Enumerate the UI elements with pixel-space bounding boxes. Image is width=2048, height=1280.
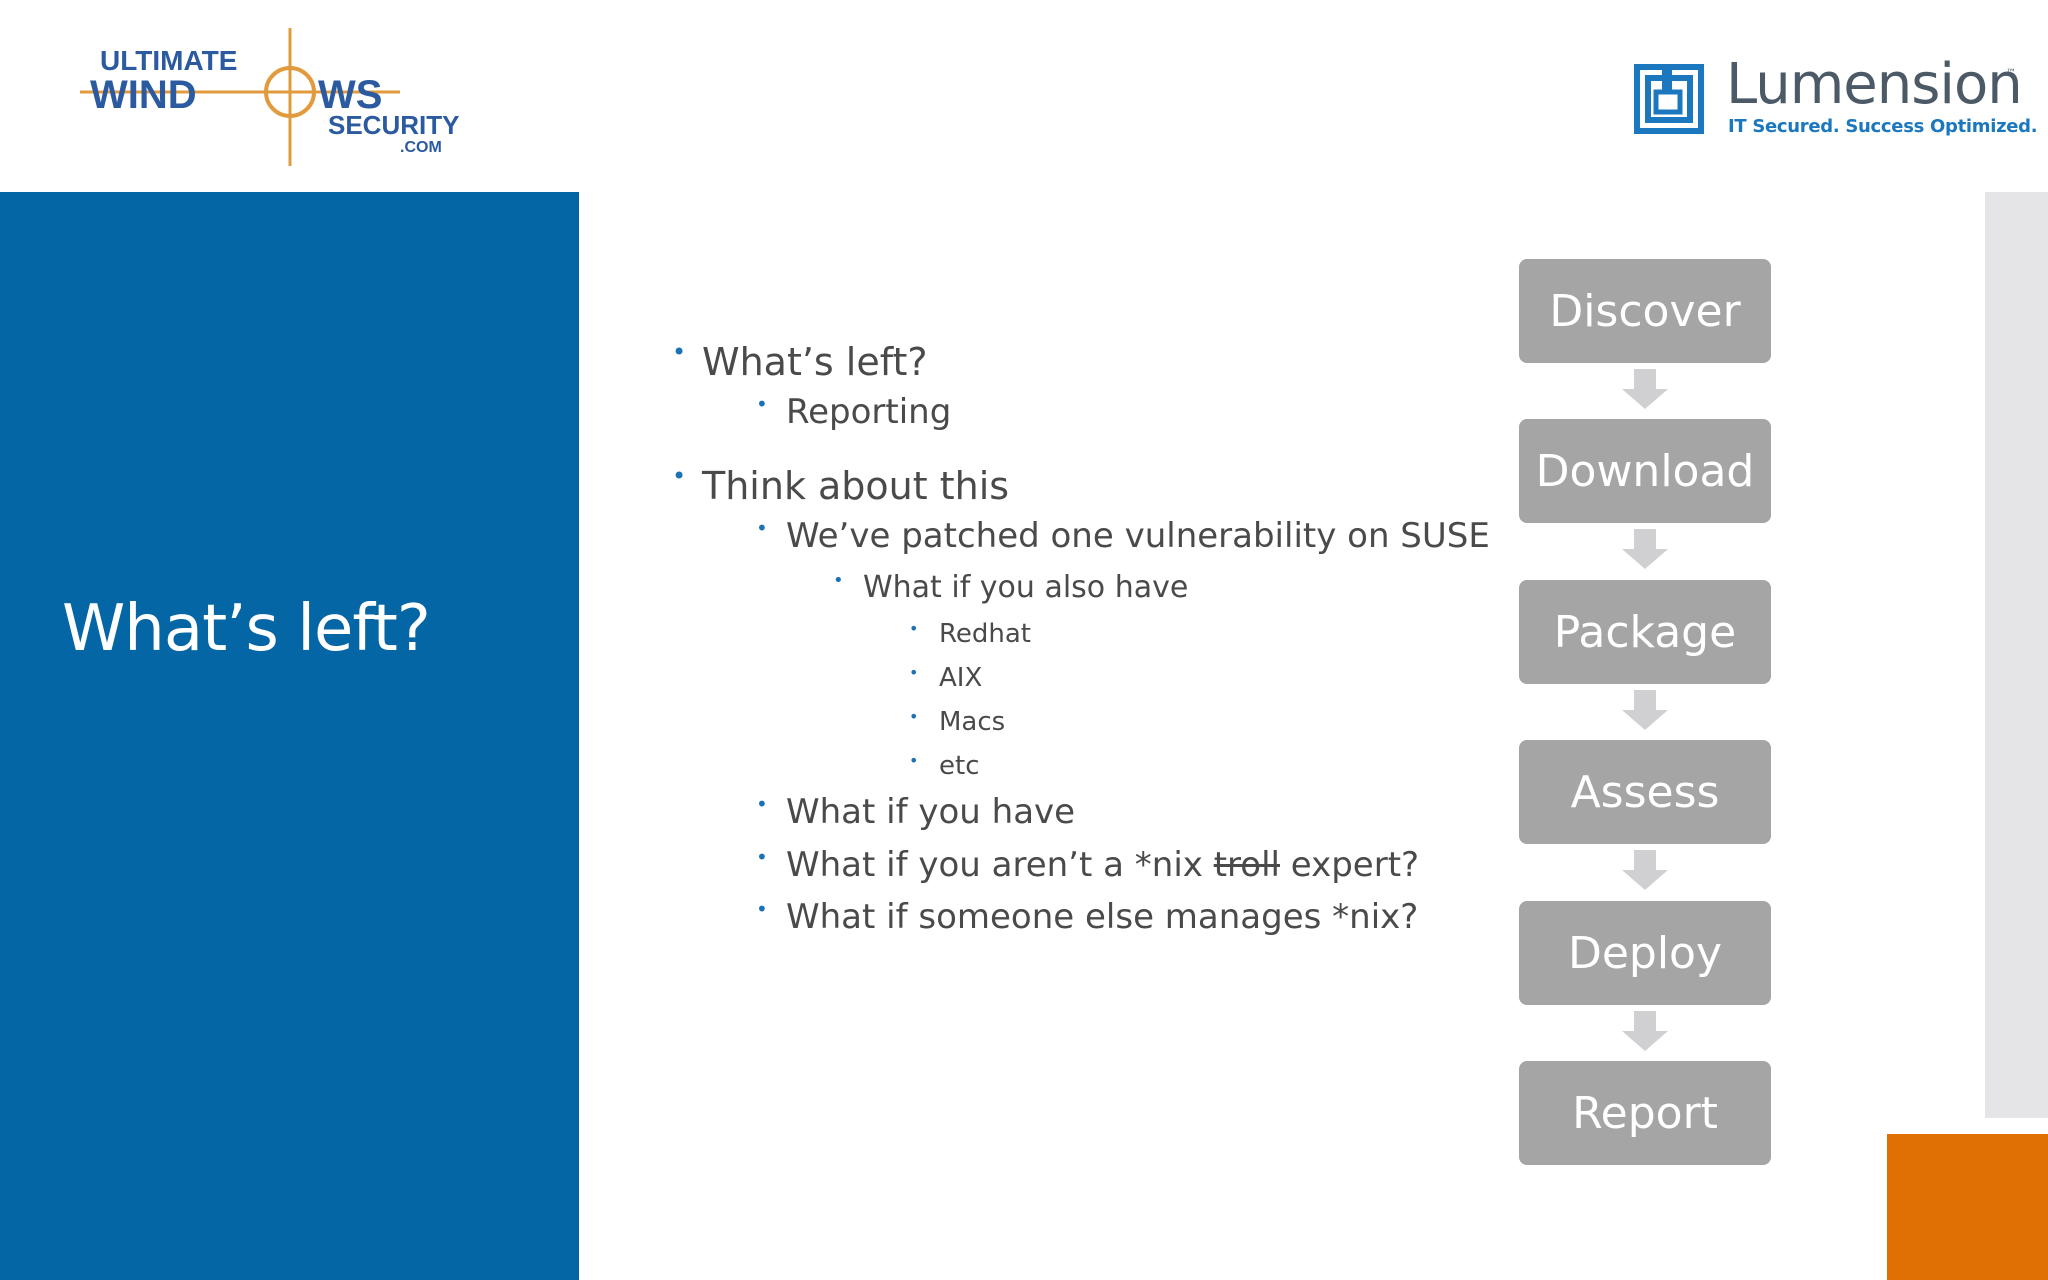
bullet-what-if-also-have: •What if you also have (833, 570, 1189, 605)
title-panel: What’s left? (0, 192, 579, 1280)
bullet-someone-else-manages: •What if someone else manages *nix? (756, 897, 1419, 937)
logo-line1: ULTIMATE (100, 45, 237, 76)
orange-accent-block (1887, 1134, 2048, 1280)
logo-line4: .COM (400, 139, 442, 156)
lumension-tagline: IT Secured. Success Optimized. (1728, 116, 2038, 137)
lumension-trademark: ™ (2006, 68, 2016, 79)
bullet-etc: •etc (909, 751, 980, 781)
slide-header: ULTIMATE WIND WS SECURITY .COM Lumension… (0, 0, 2048, 192)
bullet-whats-left: •What’s left? (672, 338, 928, 384)
flow-step-discover: Discover (1519, 259, 1771, 363)
lumension-mark-icon (1634, 64, 1704, 134)
logo-line3: SECURITY (328, 110, 459, 140)
logo-line2b: WS (318, 73, 382, 117)
slide-title: What’s left? (62, 592, 431, 666)
down-arrow-icon (1622, 529, 1668, 569)
flow-step-assess: Assess (1519, 740, 1771, 844)
flow-step-download: Download (1519, 419, 1771, 523)
down-arrow-icon (1622, 369, 1668, 409)
bullet-nix-expert: •What if you aren’t a *nix troll expert? (756, 845, 1420, 885)
flow-step-deploy: Deploy (1519, 901, 1771, 1005)
bullet-what-if-you-have: •What if you have (756, 792, 1076, 832)
bullet-redhat: •Redhat (909, 619, 1032, 649)
bullet-macs: •Macs (909, 707, 1006, 737)
lumension-logo: Lumension ™ IT Secured. Success Optimize… (1634, 52, 2038, 140)
bullet-aix: •AIX (909, 663, 983, 693)
flow-step-report: Report (1519, 1061, 1771, 1165)
down-arrow-icon (1622, 850, 1668, 890)
bullet-patched-suse: •We’ve patched one vulnerability on SUSE (756, 516, 1490, 556)
logo-line2a: WIND (90, 73, 197, 117)
flow-step-package: Package (1519, 580, 1771, 684)
bullet-think-about-this: •Think about this (672, 462, 1010, 508)
lumension-name: Lumension (1726, 52, 2023, 117)
down-arrow-icon (1622, 1011, 1668, 1051)
right-decor-strip (1985, 192, 2048, 1118)
struck-word: troll (1213, 845, 1280, 885)
bullet-reporting: •Reporting (756, 392, 952, 432)
ultimate-windows-security-logo: ULTIMATE WIND WS SECURITY .COM (70, 22, 510, 172)
down-arrow-icon (1622, 690, 1668, 730)
